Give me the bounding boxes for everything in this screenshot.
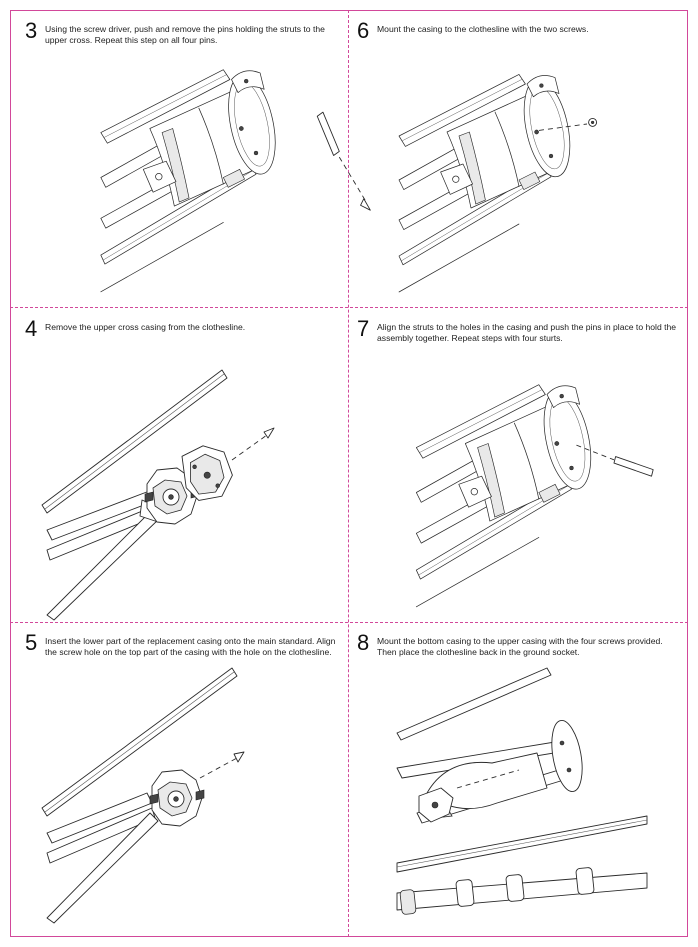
pin-icon bbox=[317, 112, 339, 155]
step-7-illustration bbox=[415, 384, 640, 608]
step-6-illustration bbox=[398, 74, 613, 293]
step-4-illustration bbox=[42, 370, 317, 620]
step-8-illustration bbox=[397, 668, 647, 918]
step-instruction: Using the screw driver, push and remove … bbox=[45, 24, 325, 45]
step-5-illustration bbox=[42, 668, 317, 923]
step-3-illustration bbox=[100, 69, 332, 293]
step-number: 5 bbox=[25, 630, 38, 655]
step-instruction: Mount the bottom casing to the upper cas… bbox=[377, 636, 663, 657]
horizontal-cut-line-upper bbox=[10, 307, 688, 308]
page-frame bbox=[10, 10, 688, 937]
step-instruction: Remove the upper cross casing from the c… bbox=[45, 322, 246, 332]
step-instruction: Mount the casing to the clothesline with… bbox=[377, 24, 589, 34]
step-number: 8 bbox=[357, 630, 370, 655]
horizontal-cut-line-lower bbox=[10, 622, 688, 623]
pin-icon bbox=[614, 457, 653, 477]
step-number: 4 bbox=[25, 316, 38, 341]
step-number: 6 bbox=[357, 18, 370, 43]
step-instruction: Align the struts to the holes in the cas… bbox=[377, 322, 677, 343]
step-number: 7 bbox=[357, 316, 370, 341]
step-number: 3 bbox=[25, 18, 38, 43]
bottom-rings bbox=[400, 867, 595, 914]
step-instruction: Insert the lower part of the replacement… bbox=[45, 636, 336, 657]
vertical-cut-line bbox=[348, 10, 349, 937]
